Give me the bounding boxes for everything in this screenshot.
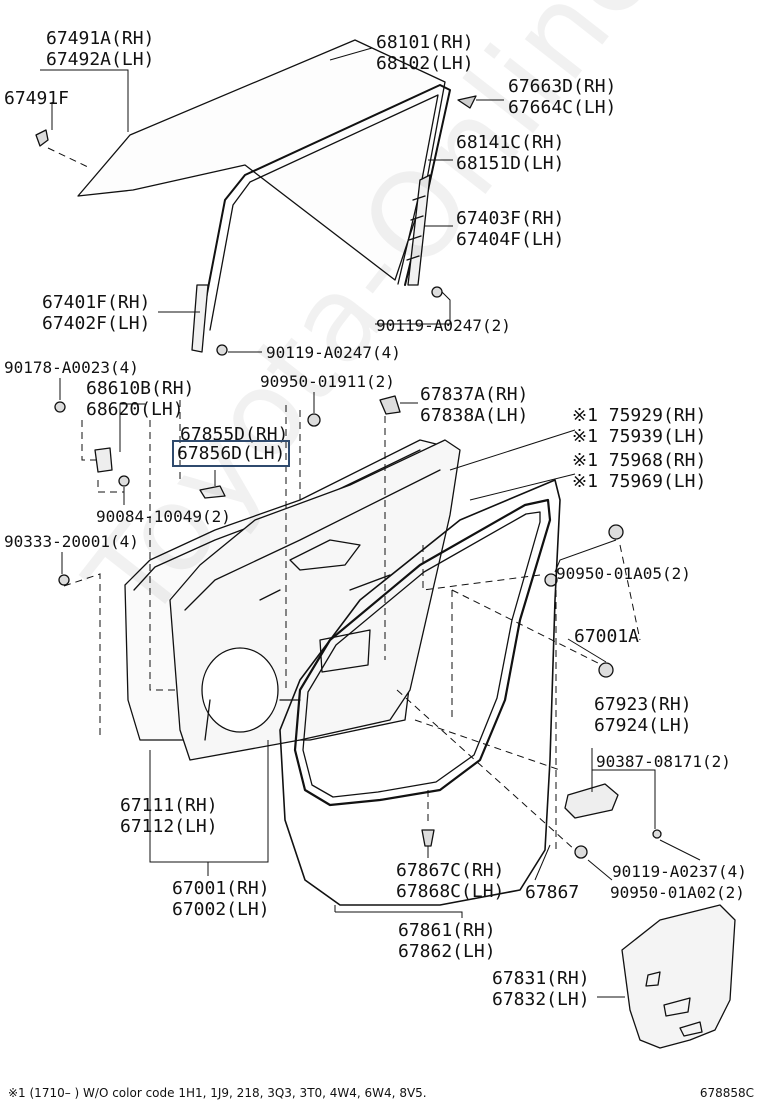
- callout-line: 67856D(LH): [177, 443, 286, 464]
- callout-line: 90387-08171(2): [596, 752, 731, 771]
- callout-line: 67837A(RH): [420, 384, 529, 405]
- callout-line: 67868C(LH): [396, 881, 505, 902]
- callout-68610b[interactable]: 68610B(RH) 68620(LH): [86, 378, 194, 420]
- callout-line: 67855D(RH): [180, 424, 289, 445]
- callout-67831[interactable]: 67831(RH) 67832(LH): [492, 968, 590, 1010]
- callout-line: ※1 75969(LH): [572, 471, 707, 492]
- callout-90333-20001[interactable]: 90333-20001(4): [4, 532, 139, 552]
- hinge-bracket: [94, 447, 113, 473]
- callout-line: 67832(LH): [492, 989, 590, 1010]
- callout-line: 67112(LH): [120, 816, 218, 837]
- callout-line: 67663D(RH): [508, 76, 617, 97]
- callout-line: 67001(RH): [172, 878, 270, 899]
- callout-67403f[interactable]: 67403F(RH) 67404F(LH): [456, 208, 564, 250]
- callout-line: 67404F(LH): [456, 229, 565, 250]
- callout-67867c[interactable]: 67867C(RH) 67868C(LH): [396, 860, 504, 902]
- callout-line: 68151D(LH): [456, 153, 565, 174]
- callout-90178-a0023[interactable]: 90178-A0023(4): [4, 358, 139, 378]
- callout-line: 90084-10049(2): [96, 507, 231, 526]
- callout-67001[interactable]: 67001(RH) 67002(LH): [172, 878, 270, 920]
- callout-line: ※1 75968(RH): [572, 450, 707, 471]
- callout-67867[interactable]: 67867: [525, 882, 579, 903]
- callout-line: 90119-A0237(4): [612, 862, 747, 881]
- callout-67663d[interactable]: 67663D(RH) 67664C(LH): [508, 76, 616, 118]
- callout-line: 68620(LH): [86, 399, 184, 420]
- callout-line: 67664C(LH): [508, 97, 617, 118]
- callout-line: 90333-20001(4): [4, 532, 139, 551]
- opening-trim-weatherstrip: [279, 479, 561, 906]
- callout-line: 67862(LH): [398, 941, 496, 962]
- callout-68141c[interactable]: 68141C(RH) 68151D(LH): [456, 132, 564, 174]
- callout-line: 67401F(RH): [42, 292, 151, 313]
- callout-line: 67831(RH): [492, 968, 590, 989]
- callout-line: 67867: [525, 882, 580, 903]
- corner-piece: [457, 95, 477, 109]
- callout-line: 67111(RH): [120, 795, 218, 816]
- callout-line: 67492A(LH): [46, 49, 155, 70]
- service-hole-cover: [621, 904, 736, 1049]
- callout-90084-10049[interactable]: 90084-10049(2): [96, 507, 231, 527]
- speaker-hole: [201, 647, 279, 733]
- callout-67861[interactable]: 67861(RH) 67862(LH): [398, 920, 496, 962]
- callout-line: 67403F(RH): [456, 208, 565, 229]
- callout-90119-a0247-4[interactable]: 90119-A0247(4): [266, 343, 401, 363]
- callout-line: ※1 75929(RH): [572, 405, 707, 426]
- callout-line: 90119-A0247(4): [266, 343, 401, 362]
- callout-line: 67924(LH): [594, 715, 692, 736]
- callout-line: 90178-A0023(4): [4, 358, 139, 377]
- callout-68101[interactable]: 68101(RH) 68102(LH): [376, 32, 474, 74]
- callout-67837a[interactable]: 67837A(RH) 67838A(LH): [420, 384, 528, 426]
- callout-line: ※1 75939(LH): [572, 426, 707, 447]
- callout-line: 67491F: [4, 88, 70, 109]
- callout-line: 90950-01A05(2): [556, 564, 691, 583]
- callout-line: 67491A(RH): [46, 28, 155, 49]
- callout-67001a[interactable]: 67001A: [574, 626, 639, 647]
- callout-67491f[interactable]: 67491F: [4, 88, 69, 109]
- glass-clip-bolt: [35, 129, 49, 147]
- callout-67923[interactable]: 67923(RH) 67924(LH): [594, 694, 692, 736]
- callout-line: 90119-A0247(2): [376, 316, 511, 335]
- callout-line: 67867C(RH): [396, 860, 505, 881]
- callout-line: 90950-01911(2): [260, 372, 395, 391]
- callout-67491a[interactable]: 67491A(RH) 67492A(LH): [46, 28, 154, 70]
- callout-90950-01911[interactable]: 90950-01911(2): [260, 372, 395, 392]
- door-weatherstrip: [293, 498, 552, 807]
- callout-67401f[interactable]: 67401F(RH) 67402F(LH): [42, 292, 150, 334]
- callout-line: 68101(RH): [376, 32, 474, 53]
- callout-line: 67402F(LH): [42, 313, 151, 334]
- callout-line: 67838A(LH): [420, 405, 529, 426]
- footnote: ※1 (1710– ) W/O color code 1H1, 1J9, 218…: [8, 1086, 427, 1100]
- callout-line: 67923(RH): [594, 694, 692, 715]
- callout-67855d[interactable]: 67855D(RH): [180, 424, 288, 445]
- callout-line: 68102(LH): [376, 53, 474, 74]
- callout-90119-a0247-2[interactable]: 90119-A0247(2): [376, 316, 511, 336]
- door-frame-garnish: [564, 783, 619, 819]
- callout-67111[interactable]: 67111(RH) 67112(LH): [120, 795, 218, 837]
- callout-line: 68141C(RH): [456, 132, 565, 153]
- callout-75929[interactable]: ※1 75929(RH) ※1 75939(LH): [572, 405, 706, 447]
- callout-90387-08171[interactable]: 90387-08171(2): [596, 752, 731, 772]
- callout-line: 67002(LH): [172, 899, 270, 920]
- division-bar-front: [191, 284, 209, 353]
- callout-90119-a0237[interactable]: 90119-A0237(4): [612, 862, 747, 882]
- callout-75968[interactable]: ※1 75968(RH) ※1 75969(LH): [572, 450, 706, 492]
- callout-line: 90950-01A02(2): [610, 883, 745, 902]
- callout-90950-01a02[interactable]: 90950-01A02(2): [610, 883, 745, 903]
- callout-line: 67001A: [574, 626, 640, 647]
- diagram-code: 678858C: [699, 1086, 754, 1100]
- callout-67856d-highlighted[interactable]: 67856D(LH): [172, 440, 291, 467]
- callout-line: 68610B(RH): [86, 378, 195, 399]
- callout-90950-01a05[interactable]: 90950-01A05(2): [556, 564, 691, 584]
- callout-line: 67861(RH): [398, 920, 496, 941]
